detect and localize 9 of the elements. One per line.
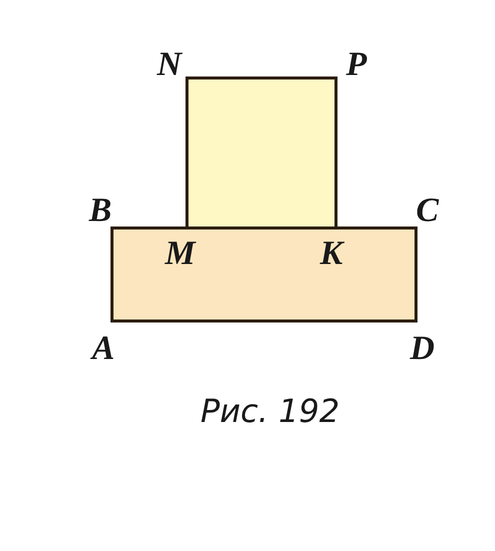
vertex-label: A	[92, 332, 115, 366]
vertex-label: K	[320, 237, 343, 271]
vertex-label: N	[157, 48, 182, 82]
vertex-label: C	[416, 194, 439, 228]
vertex-label: P	[346, 48, 367, 82]
vertex-label: D	[410, 332, 435, 366]
vertex-label: B	[89, 194, 112, 228]
vertex-label: M	[165, 237, 196, 271]
figure-caption: Рис. 192	[199, 392, 341, 430]
